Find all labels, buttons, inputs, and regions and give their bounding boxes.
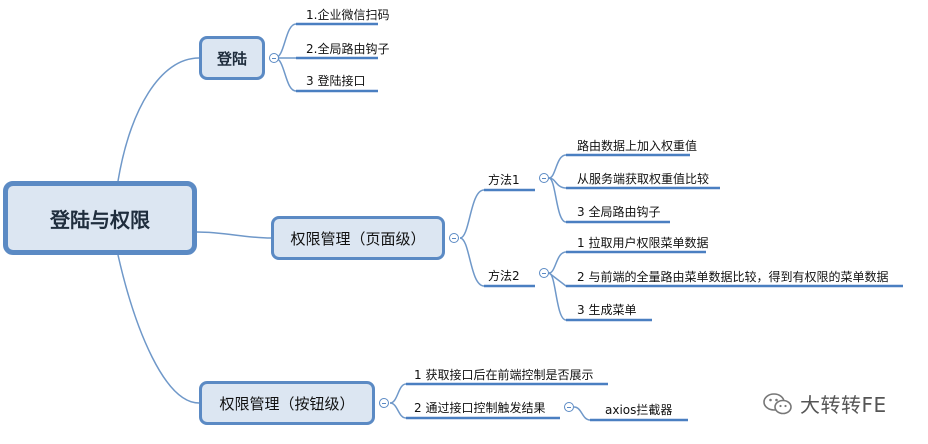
axios-interceptor-item[interactable]: axios拦截器 xyxy=(605,403,673,417)
connector-page-m2 xyxy=(459,237,535,287)
collapse-toggle-method2[interactable] xyxy=(539,268,549,278)
button-item-1[interactable]: 1 获取接口后在前端控制是否展示 xyxy=(414,368,594,382)
connector-root-page xyxy=(196,231,272,239)
method2-item-1[interactable]: 1 拉取用户权限菜单数据 xyxy=(577,236,709,250)
collapse-toggle-method1[interactable] xyxy=(539,173,549,183)
method1-label[interactable]: 方法1 xyxy=(488,173,520,187)
page-permission-node[interactable]: 权限管理（页面级） xyxy=(271,216,445,260)
login-item-3[interactable]: 3 登陆接口 xyxy=(306,74,366,88)
watermark: 大转转FE xyxy=(762,389,887,418)
connector-page-m1 xyxy=(459,189,535,239)
wechat-icon xyxy=(763,392,792,414)
root-node[interactable]: 登陆与权限 xyxy=(3,181,197,255)
login-item-1[interactable]: 1.企业微信扫码 xyxy=(306,8,390,22)
login-item-2[interactable]: 2.全局路由钩子 xyxy=(306,42,390,56)
connector-btn-1 xyxy=(389,383,608,404)
connector-m1-1 xyxy=(548,154,690,179)
login-node[interactable]: 登陆 xyxy=(199,36,265,80)
connector-root-button xyxy=(117,254,200,404)
collapse-toggle-interface-control[interactable] xyxy=(564,402,574,412)
button-item-2[interactable]: 2 通过接口控制触发结果 xyxy=(414,401,546,415)
collapse-toggle-page-permission[interactable] xyxy=(449,233,459,243)
button-permission-label: 权限管理（按钮级） xyxy=(219,394,355,413)
connector-btn-2 xyxy=(389,402,560,419)
method1-item-3[interactable]: 3 全局路由钩子 xyxy=(577,205,661,219)
method2-item-3[interactable]: 3 生成菜单 xyxy=(577,303,637,317)
collapse-toggle-button-permission[interactable] xyxy=(379,398,389,408)
method1-item-2[interactable]: 从服务端获取权重值比较 xyxy=(577,172,710,186)
connector-m1-3 xyxy=(548,177,670,223)
connector-btn-sub xyxy=(573,406,688,421)
collapse-toggle-login[interactable] xyxy=(269,53,279,63)
connector-m2-3 xyxy=(548,272,652,321)
method2-label[interactable]: 方法2 xyxy=(488,269,520,283)
connector-m2-1 xyxy=(548,251,706,274)
method2-item-2[interactable]: 2 与前端的全量路由菜单数据比较，得到有权限的菜单数据 xyxy=(577,270,889,284)
root-label: 登陆与权限 xyxy=(50,207,150,232)
page-permission-label: 权限管理（页面级） xyxy=(290,229,426,248)
login-label: 登陆 xyxy=(216,49,247,68)
method1-item-1[interactable]: 路由数据上加入权重值 xyxy=(577,139,698,153)
connector-root-login xyxy=(117,57,200,182)
button-permission-node[interactable]: 权限管理（按钮级） xyxy=(199,381,375,425)
watermark-text: 大转转FE xyxy=(800,393,887,417)
